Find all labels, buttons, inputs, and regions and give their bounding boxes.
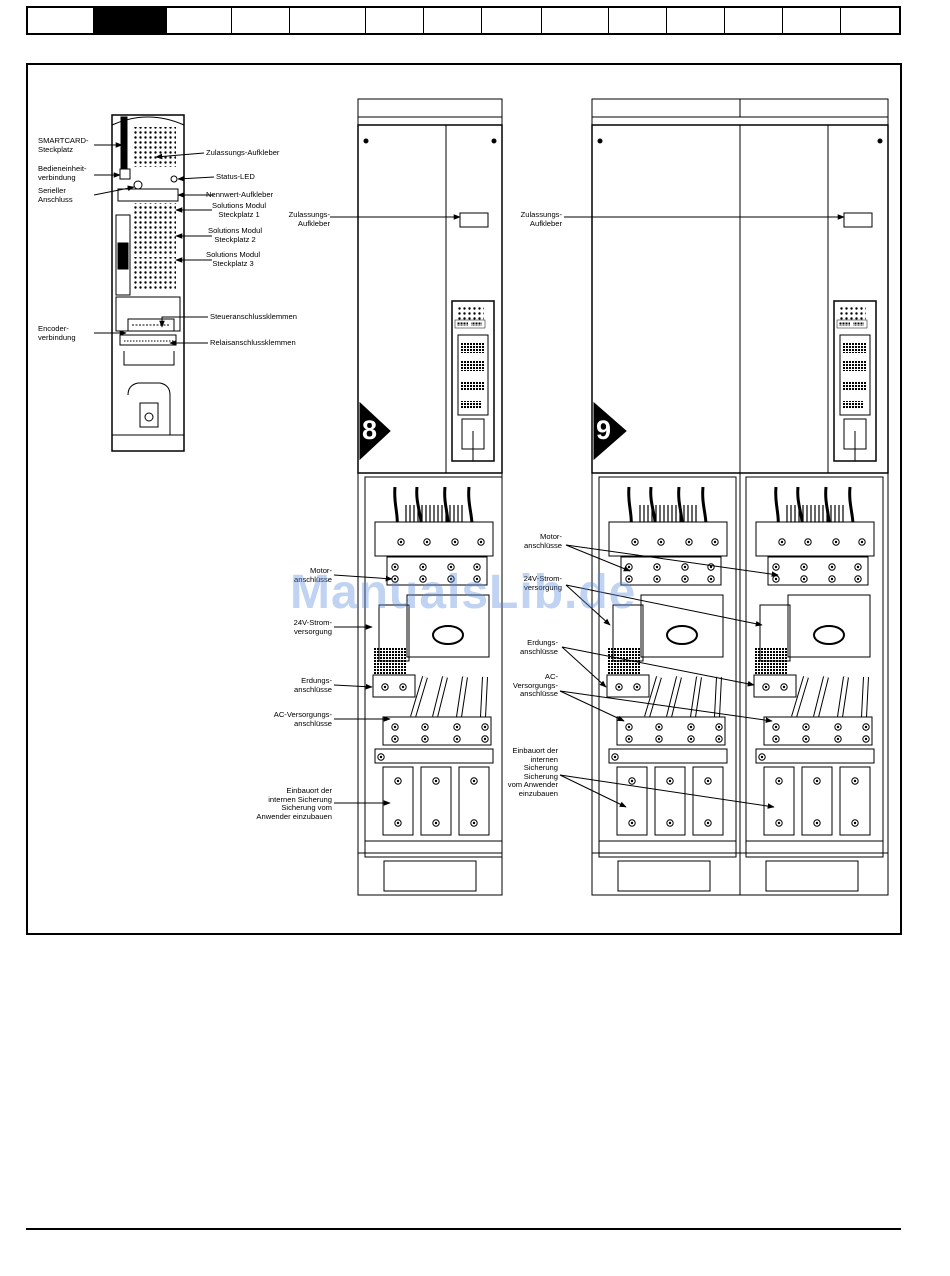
footer-rule [26, 1228, 901, 1230]
chapter-tab[interactable] [609, 8, 667, 33]
label-rating-sticker: Nennwert-Aufkleber [206, 190, 274, 199]
label-solutions-slot-2: Solutions Modul Steckplatz 2 [208, 226, 263, 244]
size9-label-24v-supply: 24V-Strom- versorgung [523, 574, 562, 592]
size9-label-approval-sticker: Zulassungs- Aufkleber [520, 210, 562, 228]
chapter-tab[interactable] [783, 8, 841, 33]
size8-label-motor-terminals: Motor- anschlüsse [294, 566, 332, 584]
chapter-tab[interactable] [232, 8, 290, 33]
leader-lines [93, 142, 845, 809]
size9-label-motor-terminals: Motor- anschlüsse [524, 532, 562, 550]
chapter-tab[interactable] [167, 8, 232, 33]
chapter-tab-active[interactable] [94, 8, 167, 33]
chapter-tab[interactable] [725, 8, 783, 33]
size9-badge: 9 [596, 415, 612, 445]
size8-label-24v-supply: 24V-Strom- versorgung [293, 618, 332, 636]
label-relay-terminals: Relaisanschlussklemmen [210, 338, 296, 347]
chapter-tab[interactable] [482, 8, 542, 33]
chapter-tab-bar [26, 6, 901, 35]
drive-drawing [93, 98, 889, 896]
size8-label-approval-sticker: Zulassungs- Aufkleber [288, 210, 330, 228]
size8-drive-drawing [357, 98, 502, 896]
chapter-tab[interactable] [542, 8, 609, 33]
label-status-led: Status-LED [216, 172, 255, 181]
drive-layout-figure: SMARTCARD- Steckplatz Bedieneinheit- ver… [26, 63, 902, 935]
chapter-tab[interactable] [841, 8, 899, 33]
size9-label-ac-supply-terminals: AC- Versorgungs- anschlüsse [512, 672, 558, 699]
chapter-tab[interactable] [667, 8, 725, 33]
label-encoder-connection: Encoder- verbindung [38, 324, 76, 342]
label-serial-port: Serieller Anschluss [38, 186, 73, 204]
size8-label-fuse-location: Einbauort der internen Sicherung Sicheru… [256, 786, 332, 821]
label-solutions-slot-3: Solutions Modul Steckplatz 3 [206, 250, 261, 268]
size9-label-ground-terminals: Erdungs- anschlüsse [520, 638, 558, 656]
label-keypad-connection: Bedieneinheit- verbindung [38, 164, 87, 182]
chapter-tab[interactable] [424, 8, 482, 33]
label-solutions-slot-1: Solutions Modul Steckplatz 1 [212, 201, 267, 219]
size8-label-ac-supply-terminals: AC-Versorgungs- anschlüsse [273, 710, 332, 728]
chapter-tab[interactable] [366, 8, 424, 33]
label-approval-sticker-module: Zulassungs-Aufkleber [206, 148, 280, 157]
control-module-drawing [111, 114, 185, 452]
size9-drive-drawing [591, 98, 889, 896]
watermark: ManualsLib.de [290, 566, 637, 619]
size8-label-ground-terminals: Erdungs- anschlüsse [294, 676, 332, 694]
label-smartcard-slot: SMARTCARD- Steckplatz [38, 136, 89, 154]
chapter-tab[interactable] [290, 8, 366, 33]
size8-badge: 8 [362, 415, 378, 445]
label-control-terminals: Steueranschlussklemmen [210, 312, 297, 321]
size9-label-fuse-location: Einbauort der internen Sicherung Sicheru… [507, 746, 558, 798]
chapter-tab[interactable] [28, 8, 94, 33]
